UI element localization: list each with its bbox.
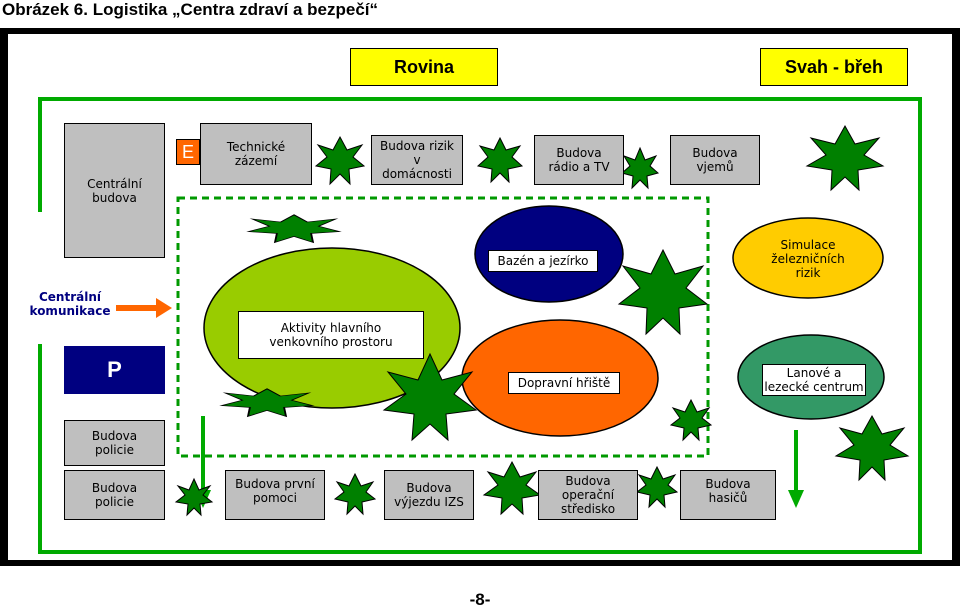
budova-hasicu[interactable]: Budova hasičů <box>680 470 776 520</box>
technicke-zazemi[interactable]: Technické zázemí <box>200 123 312 185</box>
tree-icon <box>219 388 315 418</box>
arrow-left-shaft <box>201 416 205 494</box>
budova-vjemu[interactable]: Budova vjemů <box>670 135 760 185</box>
page-number: -8- <box>469 590 491 609</box>
tree-icon <box>620 146 660 190</box>
simulace-text: Simulace železničních rizik <box>771 238 845 280</box>
tree-icon <box>246 214 342 244</box>
budova-radio-tv-label: Budova rádio a TV <box>548 146 610 174</box>
dopravni-label: Dopravní hřiště <box>508 372 620 394</box>
budova-radio-tv[interactable]: Budova rádio a TV <box>534 135 624 185</box>
budova-vyjezdu-izs-label: Budova výjezdu IZS <box>394 481 464 509</box>
green-wall-bottom <box>38 550 922 554</box>
dashed-boundary <box>176 196 710 458</box>
bazen-label: Bazén a jezírko <box>488 250 598 272</box>
arrow-komunikace-head <box>156 298 172 318</box>
green-wall-top-right <box>918 97 922 554</box>
budova-policie-upper[interactable]: Budova policie <box>64 420 165 466</box>
centralni-budova-label: Centrální budova <box>87 176 142 205</box>
tree-icon <box>805 124 885 192</box>
arrow-right-shaft <box>794 430 798 494</box>
green-wall-left-lower <box>38 344 42 554</box>
tree-icon <box>834 414 910 482</box>
budova-policie-upper-label: Budova policie <box>91 429 138 457</box>
budova-policie[interactable]: Budova policie <box>64 470 165 520</box>
budova-prvni-pomoci[interactable]: Budova první pomoci <box>225 470 325 520</box>
svah-label: Svah - břeh <box>760 48 908 86</box>
tree-icon <box>669 398 713 442</box>
aktivity-text: Aktivity hlavního venkovního prostoru <box>269 321 393 349</box>
tree-icon <box>314 135 366 186</box>
lanove-text: Lanové a lezecké centrum <box>764 366 864 394</box>
budova-vjemu-label: Budova vjemů <box>692 146 738 174</box>
budova-hasicu-label: Budova hasičů <box>705 477 751 505</box>
parking-box[interactable]: P <box>64 346 165 394</box>
budova-rizik[interactable]: Budova rizik v domácnosti <box>371 135 463 185</box>
tree-icon <box>617 248 709 336</box>
simulace-label: Simulace železničních rizik <box>758 236 858 282</box>
figure-caption: Obrázek 6. Logistika „Centra zdraví a be… <box>2 0 379 19</box>
centralni-komunikace-label: Centrální komunikace <box>29 290 111 318</box>
budova-policie-label: Budova policie <box>91 481 138 509</box>
tree-icon <box>382 352 478 442</box>
lanove-label: Lanové a lezecké centrum <box>762 364 866 396</box>
tree-icon <box>482 460 542 516</box>
budova-operacni[interactable]: Budova operační středisko <box>538 470 638 520</box>
simulace-area <box>732 217 884 299</box>
centralni-budova[interactable]: Centrální budova <box>64 123 165 258</box>
arrow-right-head <box>788 490 804 508</box>
aktivity-label: Aktivity hlavního venkovního prostoru <box>238 311 424 359</box>
rovina-label: Rovina <box>350 48 498 86</box>
tree-icon <box>174 477 214 517</box>
budova-vyjezdu-izs[interactable]: Budova výjezdu IZS <box>384 470 474 520</box>
budova-prvni-pomoci-label: Budova první pomoci <box>235 477 315 505</box>
green-wall-top <box>38 97 918 101</box>
budova-operacni-label: Budova operační středisko <box>560 474 616 516</box>
tree-icon <box>635 465 679 509</box>
technicke-zazemi-label: Technické zázemí <box>226 140 286 168</box>
tree-icon <box>333 472 377 516</box>
green-wall-top-left <box>38 97 42 212</box>
arrow-komunikace-shaft <box>116 305 158 311</box>
budova-rizik-label: Budova rizik v domácnosti <box>380 139 454 181</box>
tree-icon <box>476 136 524 184</box>
energy-box[interactable]: E <box>176 139 200 165</box>
